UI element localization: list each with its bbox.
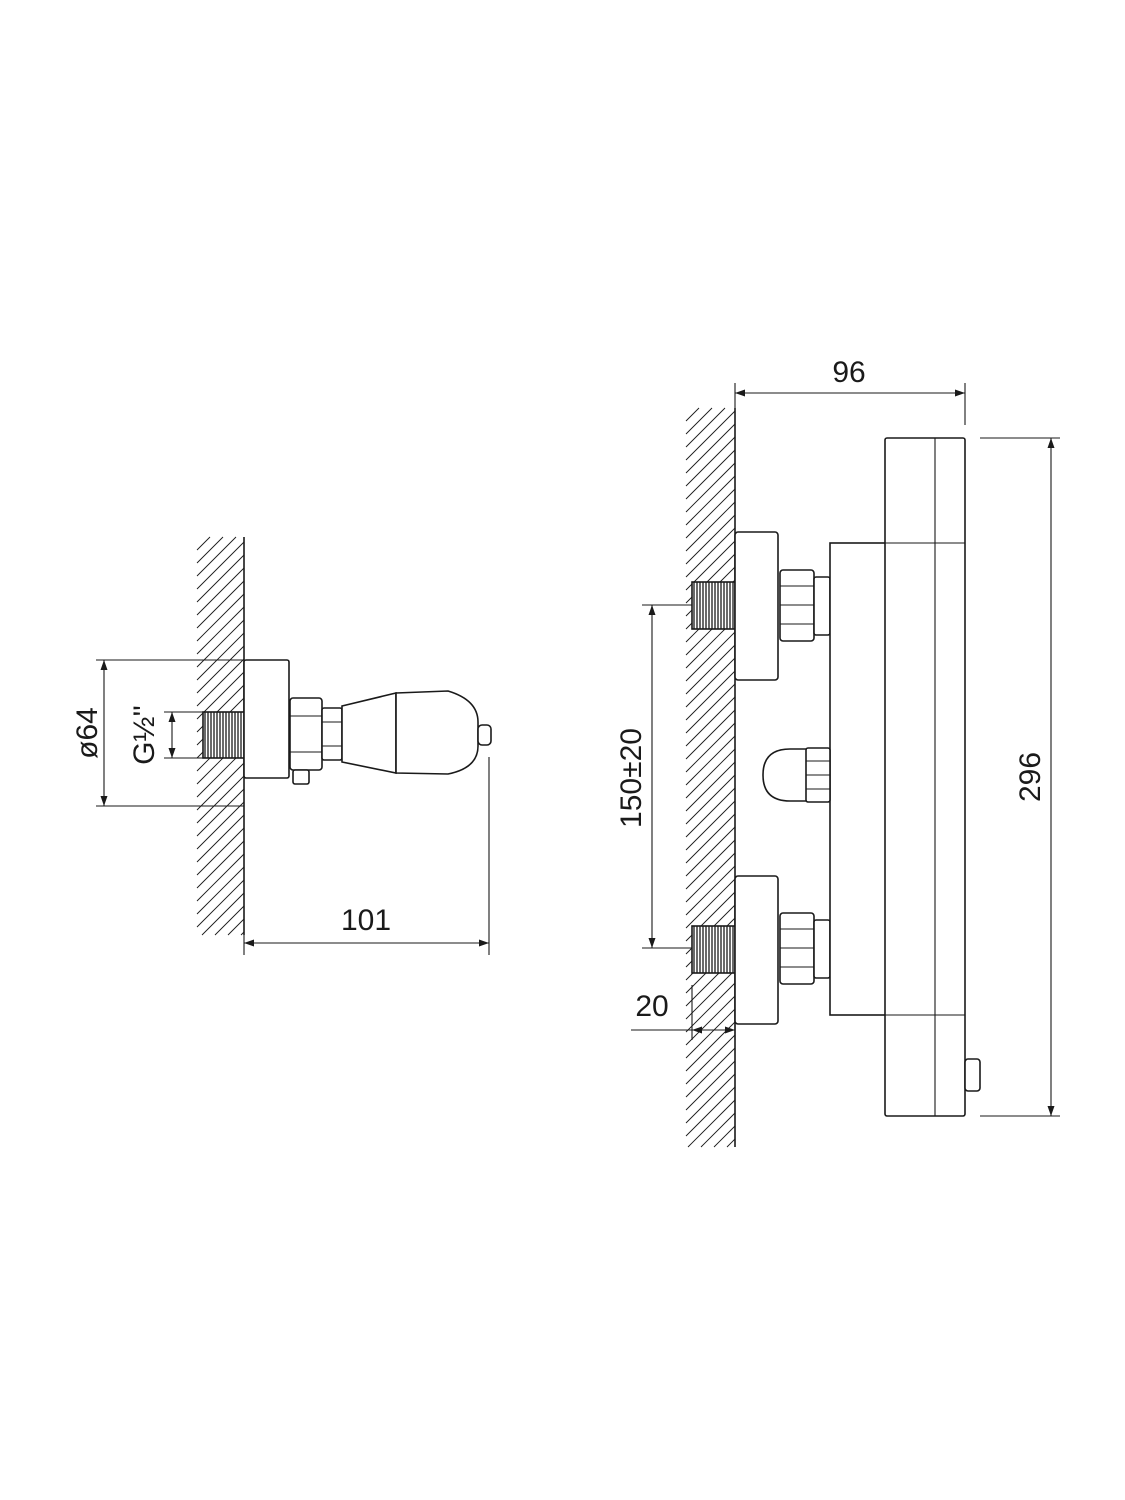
side-cap xyxy=(341,690,492,775)
front-offset-label: 20 xyxy=(635,990,668,1023)
side-depth-label: 101 xyxy=(341,904,391,937)
front-upper-flange xyxy=(734,531,779,681)
side-threaded-pipe xyxy=(202,711,245,759)
side-lower-knob xyxy=(292,769,310,785)
side-hex-nut xyxy=(289,697,343,771)
front-lower-pipe xyxy=(691,925,736,974)
side-diameter-label: ø64 xyxy=(71,707,104,759)
front-height-dimension: 296 xyxy=(980,437,1060,1117)
side-view: ø64 G½'' 101 xyxy=(71,536,492,955)
front-upper-pipe xyxy=(691,581,736,630)
front-height-label: 296 xyxy=(1014,752,1047,802)
front-upper-nut xyxy=(779,569,831,642)
side-wall-flange xyxy=(243,659,290,779)
front-outlet xyxy=(762,747,831,803)
front-wall xyxy=(685,407,736,1148)
front-mixer-bar xyxy=(884,437,981,1117)
front-spacing-dimension: 150±20 xyxy=(615,604,692,949)
front-central-body xyxy=(829,542,887,1016)
front-spacing-label: 150±20 xyxy=(615,728,648,828)
front-offset-dimension: 20 xyxy=(631,985,736,1040)
front-view: 96 296 150±20 20 xyxy=(615,356,1060,1148)
side-diameter-dimension: ø64 xyxy=(71,659,244,807)
front-lower-flange xyxy=(734,875,779,1025)
side-thread-dimension: G½'' xyxy=(128,705,203,765)
front-width-dimension: 96 xyxy=(734,356,966,425)
front-wall-hatching xyxy=(685,407,736,1148)
side-thread-label: G½'' xyxy=(128,705,161,765)
front-lower-nut xyxy=(779,912,831,985)
front-width-label: 96 xyxy=(832,356,865,389)
side-depth-dimension: 101 xyxy=(243,757,490,955)
